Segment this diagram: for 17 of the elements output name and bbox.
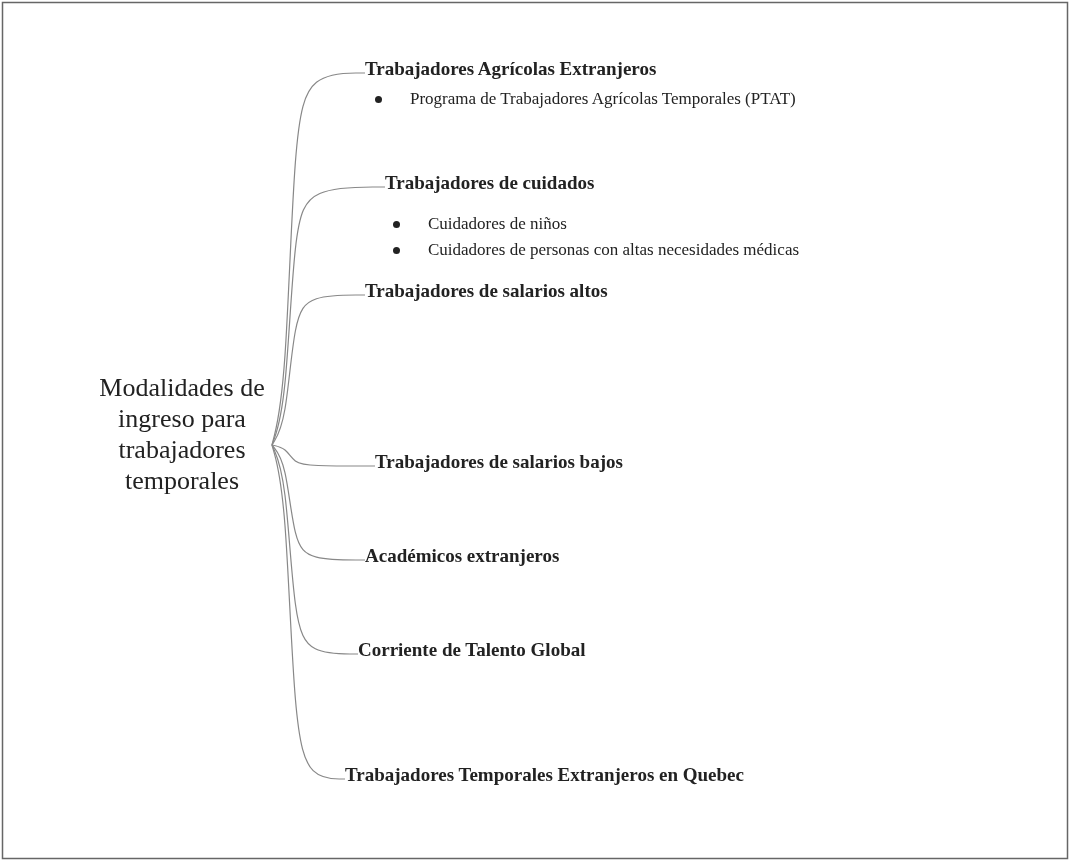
connector-curve — [271, 294, 366, 446]
connector-curve — [271, 186, 386, 446]
connector-curve — [271, 444, 376, 467]
branch-title: Trabajadores Temporales Extranjeros en Quebec — [345, 763, 744, 787]
bullet-item: Cuidadores de niños — [428, 214, 567, 233]
branch-title: Corriente de Talento Global — [358, 638, 586, 662]
branch-title: Trabajadores de salarios bajos — [375, 450, 623, 474]
branch-title: Trabajadores de salarios altos — [365, 279, 608, 303]
connector-curve — [271, 444, 359, 655]
branch-title: Trabajadores Agrícolas Extranjeros — [365, 57, 657, 81]
central-topic: Modalidades de ingreso para trabajadores temporales — [87, 372, 277, 496]
branch-title: Trabajadores de cuidados — [385, 171, 595, 195]
connector-curve — [271, 444, 346, 780]
connector-curve — [271, 444, 366, 561]
bullet-item: Programa de Trabajadores Agrícolas Temporales (PTAT) — [410, 89, 796, 108]
bullet-item: Cuidadores de personas con altas necesidades médicas — [428, 240, 800, 259]
branch-title: Académicos extranjeros — [365, 544, 560, 568]
